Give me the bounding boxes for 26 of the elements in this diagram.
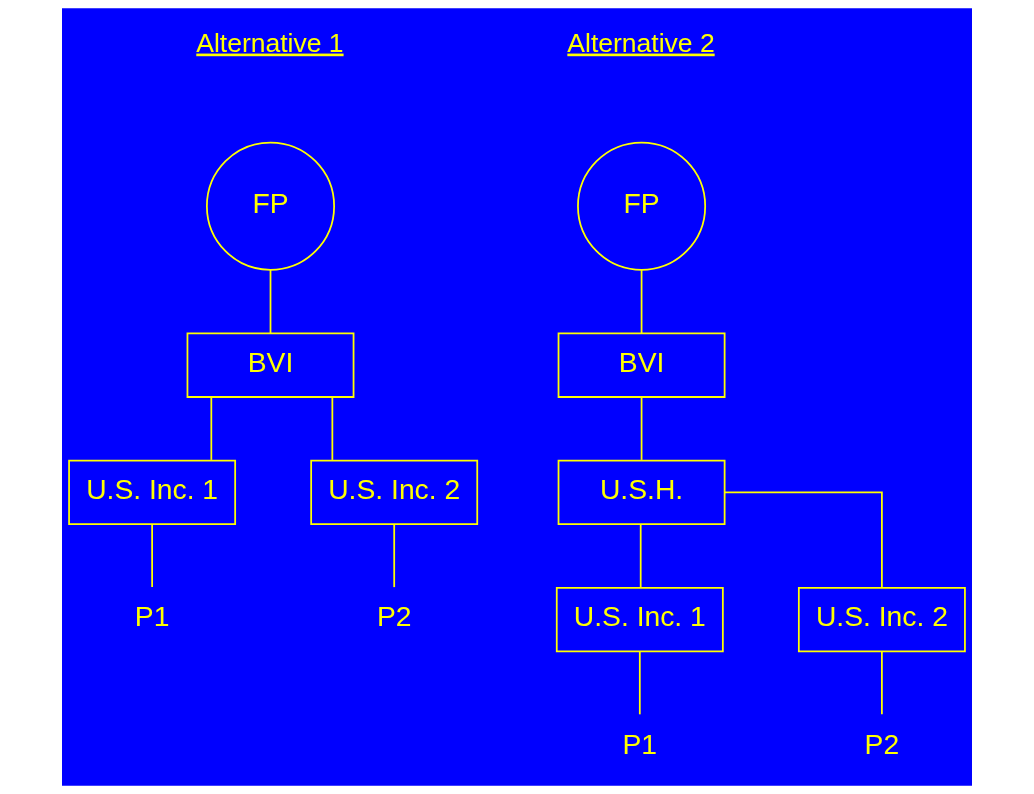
node-box: BVI xyxy=(186,332,355,398)
node-box: U.S. Inc. 2 xyxy=(310,459,479,526)
node-box: BVI xyxy=(557,332,726,398)
label: Alternative 2 xyxy=(567,27,715,58)
connector xyxy=(881,650,883,716)
connector xyxy=(331,396,334,461)
connector xyxy=(151,523,153,588)
connector xyxy=(393,523,396,588)
node-box: U.S.H. xyxy=(557,459,726,526)
connector xyxy=(639,523,642,588)
node-box: U.S. Inc. 2 xyxy=(797,586,966,653)
node-text: P1 xyxy=(622,727,658,760)
connector xyxy=(724,491,883,589)
node-circle: FP xyxy=(206,141,335,271)
connector xyxy=(640,269,643,335)
node-circle: FP xyxy=(577,141,707,271)
connector xyxy=(269,269,272,335)
connector xyxy=(640,396,643,461)
label: Alternative 1 xyxy=(196,27,344,58)
node-text: P1 xyxy=(134,600,170,633)
node-text: P2 xyxy=(376,600,412,633)
node-text: P2 xyxy=(864,727,900,760)
connector xyxy=(210,396,213,461)
node-box: U.S. Inc. 1 xyxy=(555,586,724,653)
node-box: U.S. Inc. 1 xyxy=(68,459,237,526)
connector xyxy=(638,650,641,716)
